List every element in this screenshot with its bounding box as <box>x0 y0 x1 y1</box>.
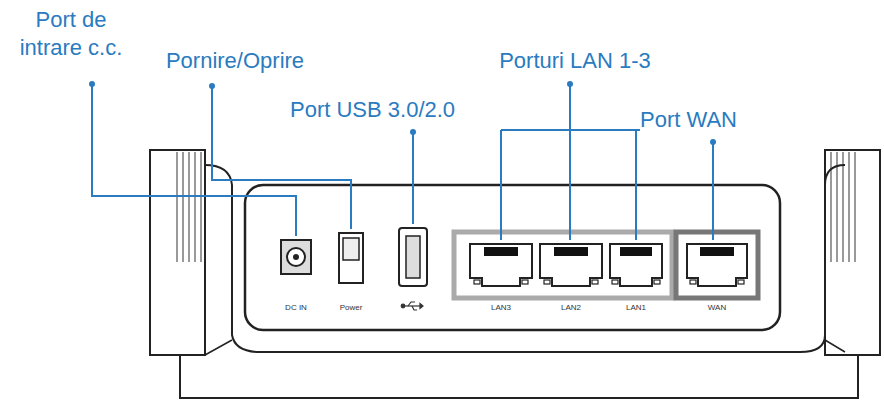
port-leds <box>474 280 744 284</box>
switch-rocker <box>343 238 359 260</box>
router-body <box>205 165 845 352</box>
usb-symbol <box>401 302 423 310</box>
power-switch <box>339 233 363 283</box>
dc-pin <box>293 254 299 260</box>
right-leg <box>825 150 880 355</box>
leader-lines <box>92 84 713 240</box>
left-fins <box>172 152 202 262</box>
usb-tongue <box>406 236 420 278</box>
callout-label: Port WAN <box>640 106 790 134</box>
rj45-ports <box>470 244 747 286</box>
left-leg <box>150 150 205 355</box>
leader-dots <box>89 81 716 145</box>
port-marking: LAN2 <box>552 303 590 313</box>
lan-group-box <box>454 232 672 298</box>
right-fins <box>830 152 860 262</box>
callout-label: Pornire/Oprire <box>140 47 330 75</box>
port-marking: WAN <box>698 303 736 313</box>
port-latches <box>484 247 734 256</box>
callout-label: Porturi LAN 1-3 <box>475 47 675 75</box>
port-marking: LAN1 <box>617 303 655 313</box>
callout-label: Port de intrare c.c. <box>2 6 140 61</box>
port-marking: LAN3 <box>482 303 520 313</box>
wan-box <box>676 232 758 298</box>
port-marking: DC IN <box>276 303 316 313</box>
back-panel <box>245 185 780 330</box>
port-marking: Power <box>331 303 371 313</box>
body-edge <box>205 340 845 355</box>
dc-jack <box>281 240 311 274</box>
callout-label: Port USB 3.0/2.0 <box>290 96 540 124</box>
usb-port <box>399 228 427 286</box>
dc-jack-hole <box>287 248 305 266</box>
